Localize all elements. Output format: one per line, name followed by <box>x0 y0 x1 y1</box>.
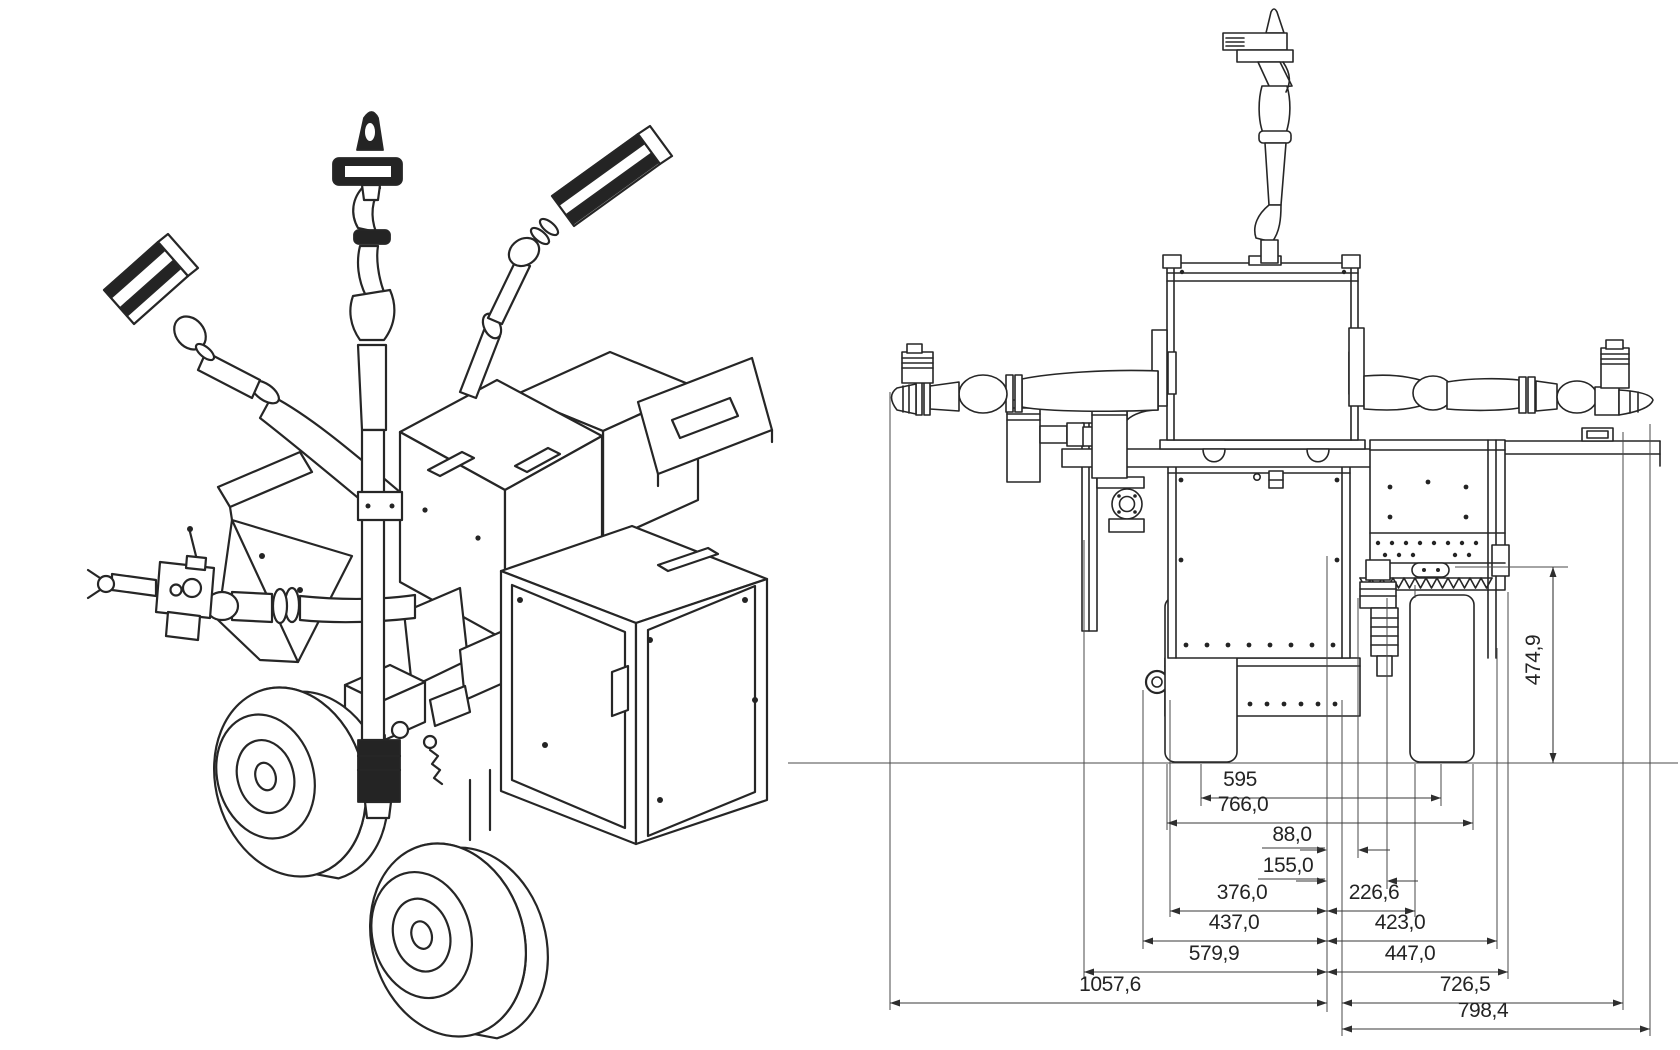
dim-label-595: 595 <box>1223 768 1257 791</box>
dimension-annotations: 474,9 595 766,0 88,0 <box>889 392 1651 1036</box>
iso-left-frame <box>216 450 354 664</box>
dim-label-1057-6: 1057,6 <box>1079 973 1141 996</box>
dim-right-726: 726,5 <box>1342 973 1623 1007</box>
front-view <box>788 8 1678 764</box>
dim-right-798: 798,4 <box>1342 999 1650 1033</box>
fv-wheel-right <box>1409 594 1475 763</box>
dim-label-437-0: 437,0 <box>1209 911 1260 934</box>
dim-left-1057: 1057,6 <box>890 973 1327 1007</box>
fv-top-box <box>1162 254 1361 441</box>
fv-main-box <box>1167 464 1351 659</box>
fv-right-rail <box>1482 427 1661 467</box>
extension-lines <box>889 392 1651 1036</box>
dim-label-376-0: 376,0 <box>1217 881 1268 904</box>
power-port-icon <box>1253 472 1262 481</box>
fv-arm-right <box>1363 339 1654 416</box>
dim-label-423-0: 423,0 <box>1375 911 1426 934</box>
dim-left-579: 579,9 <box>1084 942 1327 976</box>
fv-arm-left <box>890 343 1159 479</box>
dim-right-447: 447,0 <box>1327 942 1508 976</box>
dim-label-447-0: 447,0 <box>1385 942 1436 965</box>
dim-right-423: 423,0 <box>1327 911 1497 945</box>
dim-wheel-height: 474,9 <box>1522 567 1557 763</box>
iso-wheel-front-right <box>369 842 549 1040</box>
dim-width-over-tires: 766,0 <box>1167 793 1473 827</box>
dim-label-726-5: 726,5 <box>1440 973 1491 996</box>
dim-offset-88: 88,0 <box>1262 823 1390 854</box>
dim-label-474-9: 474,9 <box>1522 635 1545 686</box>
isometric-view <box>86 111 774 1040</box>
iso-front-box <box>499 524 769 846</box>
fv-suspension <box>1359 559 1399 677</box>
iso-arm-lower-left <box>86 526 417 642</box>
iso-arm-upper-right <box>458 124 674 400</box>
dim-label-88-0: 88,0 <box>1272 823 1311 846</box>
dim-track: 595 <box>1201 768 1441 802</box>
dim-right-226: 226,6 <box>1327 881 1415 915</box>
dim-label-798-4: 798,4 <box>1458 999 1509 1022</box>
iso-camera-mast <box>332 111 404 820</box>
dim-offset-155: 155,0 <box>1258 854 1418 885</box>
dim-label-155-0: 155,0 <box>1263 854 1314 877</box>
dim-left-376: 376,0 <box>1170 881 1327 915</box>
dim-label-579-9: 579,9 <box>1189 942 1240 965</box>
dim-label-766-0: 766,0 <box>1218 793 1269 816</box>
fv-shoulder-right <box>1348 327 1365 407</box>
dim-label-226-6: 226,6 <box>1349 881 1400 904</box>
dim-left-437: 437,0 <box>1143 911 1327 945</box>
fv-right-box <box>1359 439 1510 659</box>
fv-camera-mast <box>1222 8 1294 264</box>
